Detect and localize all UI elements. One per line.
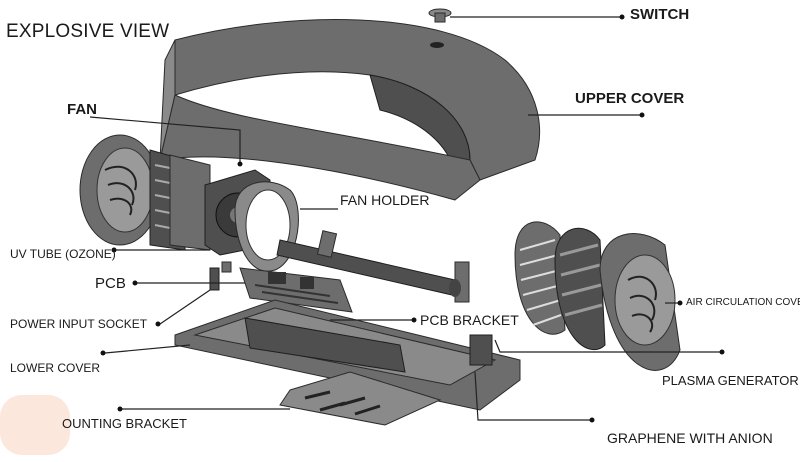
mounting-bracket-part	[279, 371, 442, 426]
leader-lines	[89, 14, 725, 423]
upper-cover-label: UPPER COVER	[575, 90, 685, 107]
pcb-label: PCB	[95, 275, 126, 292]
fan-grill-part	[79, 134, 161, 246]
graphene-with-anion-part	[514, 221, 566, 335]
plasma-generator-label: PLASMA GENERATOR	[662, 373, 799, 388]
uv-tube-label: UV TUBE (OZONE)	[10, 247, 116, 261]
power-input-socket-label: POWER INPUT SOCKET	[10, 317, 148, 331]
lower-cover-part	[174, 299, 521, 411]
air-circulation-cover-label: AIR CIRCULATION COVER	[686, 297, 800, 308]
corner-blob	[0, 395, 70, 455]
switch-part	[428, 8, 452, 23]
pcb-part	[239, 267, 353, 313]
power-input-socket-part	[209, 261, 232, 291]
fan-filter-plates	[149, 149, 211, 251]
pcb-bracket-label: PCB BRACKET	[420, 312, 519, 328]
air-circulation-cover-part	[599, 233, 681, 371]
graphene-with-anion-label: GRAPHENE WITH ANION	[607, 430, 773, 446]
plasma-generator-part	[554, 227, 606, 350]
uv-tube-part	[276, 230, 470, 303]
fan-holder-label: FAN HOLDER	[340, 192, 430, 208]
mounting-bracket-label: OUNTING BRACKET	[62, 416, 187, 431]
lower-cover-label: LOWER COVER	[10, 361, 101, 375]
fan-label: FAN	[67, 101, 97, 118]
upper-cover-part	[159, 19, 541, 201]
switch-label: SWITCH	[630, 6, 690, 23]
diagram-title: EXPLOSIVE VIEW	[6, 21, 170, 42]
